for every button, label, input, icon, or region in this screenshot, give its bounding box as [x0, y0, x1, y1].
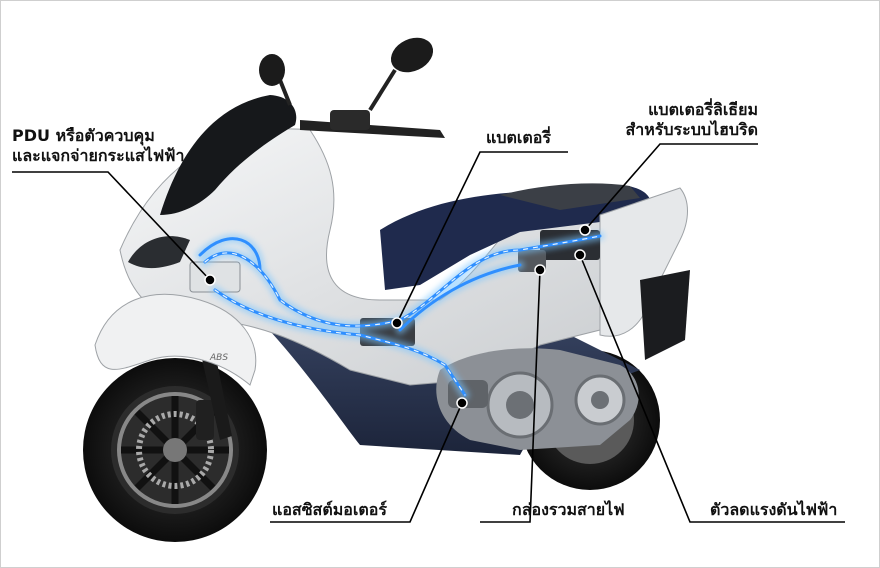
seat	[380, 184, 651, 290]
label-battery: แบตเตอรี่	[486, 128, 551, 147]
headlight	[128, 236, 190, 269]
label-junction-box: กล่องรวมสายไฟ	[512, 500, 625, 519]
label-lithium-battery: แบตเตอรี่ลิเธียม สำหรับระบบไฮบริด	[608, 100, 759, 140]
engine-unit	[436, 348, 639, 450]
label-voltage-regulator: ตัวลดแรงดันไฟฟ้า	[710, 500, 838, 519]
label-lithium-line-1: แบตเตอรี่ลิเธียม	[648, 100, 758, 119]
leader-dots	[204, 224, 591, 409]
label-lithium-line-2: สำหรับระบบไฮบริด	[625, 120, 759, 139]
rear-shock-cover	[640, 270, 690, 360]
handlebars	[259, 37, 445, 138]
label-pdu-line-2: และแจกจ่ายกระแสไฟฟ้า	[12, 146, 185, 165]
label-pdu: PDU หรือตัวควบคุม และแจกจ่ายกระแสไฟฟ้า	[12, 126, 184, 166]
seat-back	[500, 183, 640, 210]
front-fork	[200, 348, 232, 440]
label-assist-motor: แอสซิสต์มอเตอร์	[272, 500, 387, 519]
front-cowl	[94, 293, 257, 386]
leader-lines	[12, 143, 845, 523]
abs-badge: ABS	[209, 353, 228, 363]
front-wheel	[83, 358, 267, 542]
windshield	[160, 95, 297, 215]
label-pdu-line-1: PDU หรือตัวควบคุม	[12, 126, 155, 145]
